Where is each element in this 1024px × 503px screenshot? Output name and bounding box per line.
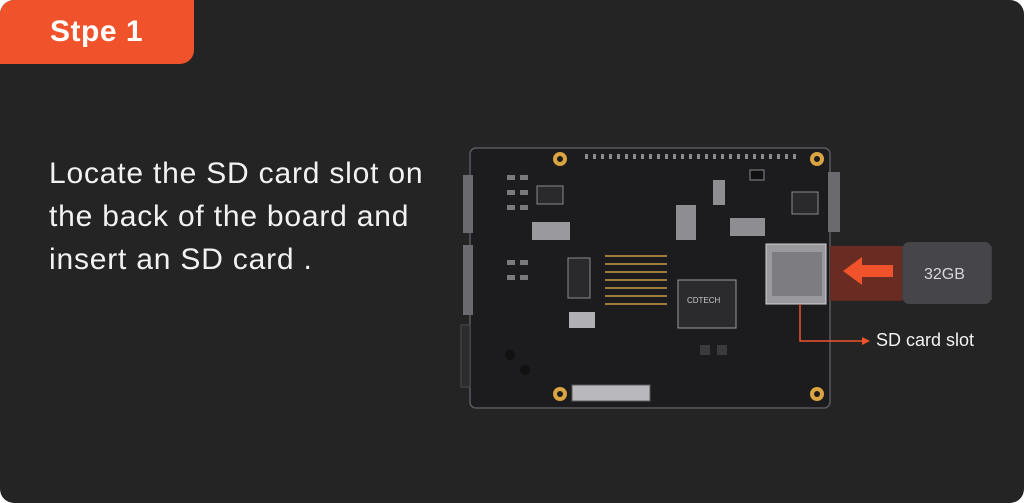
sd-slot-callout-label: SD card slot <box>876 330 974 350</box>
main-chip-label: CDTECH <box>687 296 721 305</box>
main-chip <box>677 279 737 329</box>
callout-line <box>799 304 862 342</box>
ribbon-connector <box>571 384 651 402</box>
left-connector-bottom <box>460 324 471 388</box>
callout-arrow-icon <box>862 337 870 345</box>
gpio-header-pins <box>585 154 796 159</box>
right-connector <box>828 172 840 232</box>
left-connector-top <box>463 175 473 233</box>
insert-arrow-icon <box>843 257 893 285</box>
components-right <box>676 169 819 355</box>
components-left <box>505 175 595 375</box>
instruction-text: Locate the SD card slot on the back of t… <box>49 157 424 276</box>
step-badge: Stpe 1 <box>0 0 194 64</box>
solder-pad-field <box>605 255 667 305</box>
left-connector-mid <box>463 245 473 315</box>
sd-card-capacity: 32GB <box>924 266 965 283</box>
board-illustration: CDTECH 32GB SD card slot <box>460 147 992 409</box>
